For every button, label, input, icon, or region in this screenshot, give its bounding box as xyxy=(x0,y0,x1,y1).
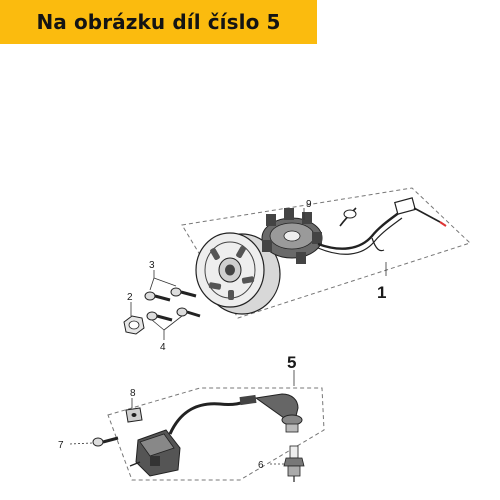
title-banner: Na obrázku díl číslo 5 xyxy=(0,0,317,44)
bolts-parts-3 xyxy=(144,287,197,302)
nut-part-2 xyxy=(123,315,145,335)
callout-8: 8 xyxy=(130,388,136,399)
callout-2: 2 xyxy=(127,292,133,303)
group-1-outline xyxy=(181,187,471,319)
bracket-part-8 xyxy=(125,407,143,423)
callout-3: 3 xyxy=(149,260,155,271)
callout-7: 7 xyxy=(58,440,64,451)
leaders-2-3-4 xyxy=(130,270,183,340)
callout-6: 6 xyxy=(258,460,264,471)
bolts-parts-4 xyxy=(146,307,201,322)
stator-coil xyxy=(261,208,323,264)
leaders-5-6-7-8 xyxy=(69,370,295,465)
bolt-part-7 xyxy=(92,436,119,447)
group-5-outline xyxy=(107,387,325,481)
callout-1: 1 xyxy=(377,283,386,302)
stator-wiring-harness xyxy=(317,197,447,255)
spark-plug-part-6 xyxy=(283,445,305,482)
flywheel-rotor xyxy=(195,232,281,315)
callout-9: 9 xyxy=(306,199,312,210)
ignition-coil xyxy=(129,429,181,477)
callout-5: 5 xyxy=(287,353,296,372)
banner-text: Na obrázku díl číslo 5 xyxy=(36,10,281,34)
callout-4: 4 xyxy=(160,342,166,353)
hv-cable-and-cap xyxy=(168,393,303,435)
